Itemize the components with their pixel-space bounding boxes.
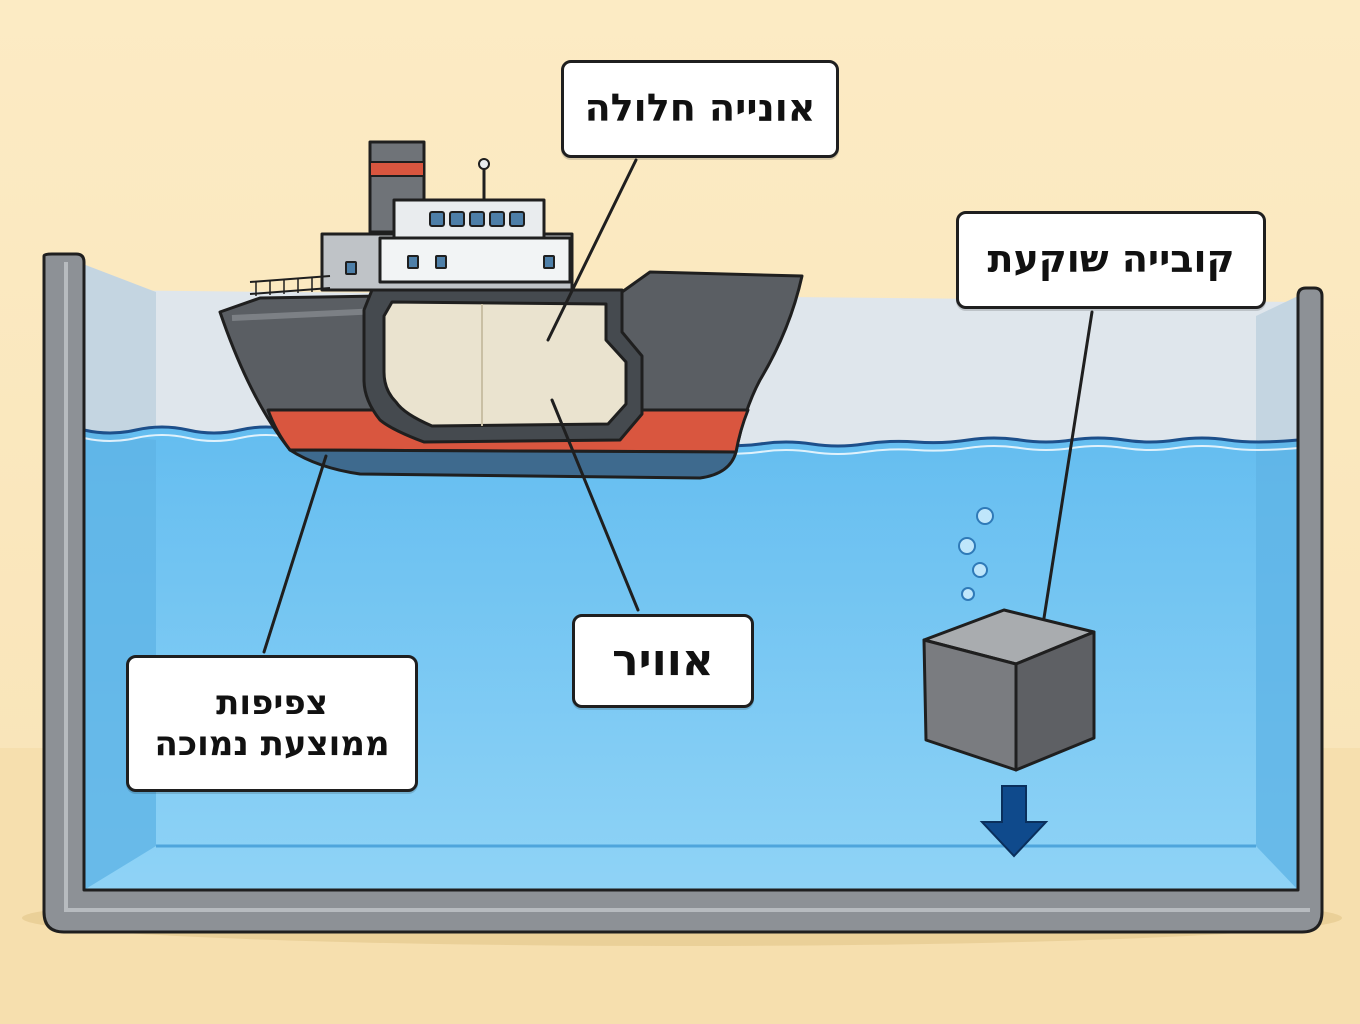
ship-mast-light bbox=[478, 158, 490, 170]
ship-rail-posts bbox=[255, 278, 313, 296]
ship-icon bbox=[218, 140, 804, 480]
cube-icon bbox=[922, 608, 1096, 772]
label-sinking-cube: קובייה שוקעת bbox=[956, 211, 1266, 309]
label-hollow-ship-text: אונייה חלולה bbox=[584, 86, 816, 131]
label-average-density: צפיפות ממוצעת נמוכה bbox=[126, 655, 418, 792]
cube-side bbox=[1014, 630, 1096, 772]
down-arrow-icon bbox=[979, 785, 1049, 858]
leader-density bbox=[262, 454, 328, 654]
tank-frame-inner bbox=[64, 262, 1310, 912]
ship-bottom bbox=[288, 448, 738, 480]
ship-deck-rail bbox=[249, 275, 331, 295]
bubble-icon bbox=[958, 507, 994, 601]
label-density-line2: ממוצעת נמוכה bbox=[154, 723, 390, 764]
label-hollow-ship: אונייה חלולה bbox=[561, 60, 839, 158]
leader-lines bbox=[262, 158, 1094, 654]
leader-air bbox=[550, 398, 640, 612]
label-air-text: אוויר bbox=[612, 634, 714, 686]
tank-frame bbox=[42, 252, 1324, 934]
label-sinking-cube-text: קובייה שוקעת bbox=[987, 237, 1235, 282]
leader-hollow-ship bbox=[546, 158, 638, 342]
label-density-line1: צפיפות bbox=[216, 682, 328, 723]
label-air: אוויר bbox=[572, 614, 754, 708]
water-right-side bbox=[1256, 440, 1298, 890]
leader-sinking-cube bbox=[1042, 310, 1094, 620]
ship-funnel-stripe bbox=[369, 161, 425, 177]
ship-air-space bbox=[382, 300, 628, 428]
ship-windows bbox=[345, 211, 555, 275]
